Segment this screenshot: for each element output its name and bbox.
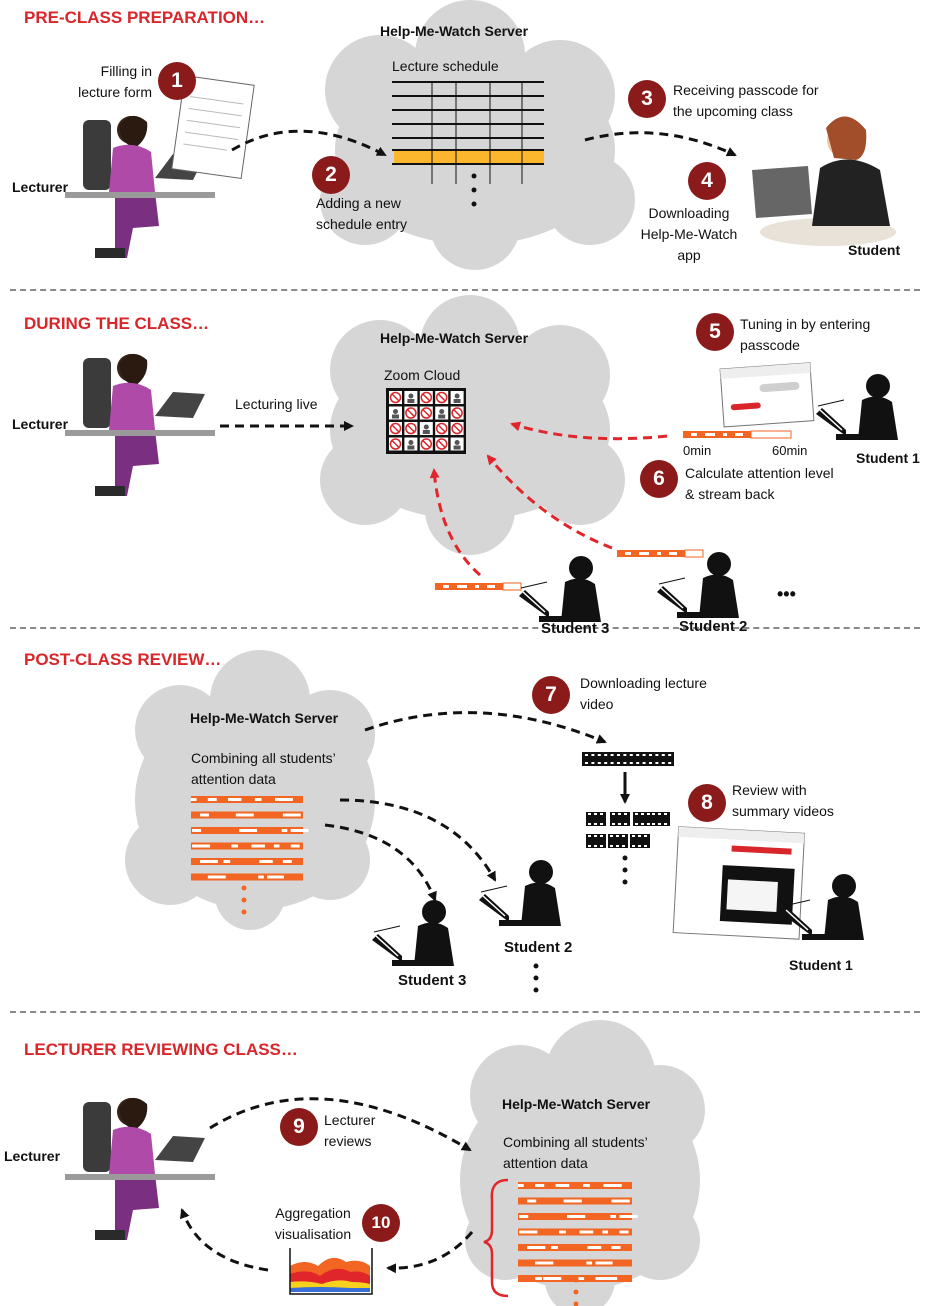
attention-bar-s3 (435, 583, 503, 590)
step-badge-9: 9 (280, 1108, 318, 1146)
combining-label-3: Combining all students’ attention data (191, 750, 336, 787)
summary-video-screen (672, 826, 806, 940)
step-badge-5: 5 (696, 313, 734, 351)
lecturer-label-4: Lecturer (4, 1148, 61, 1164)
arrow-student1-stream (510, 421, 668, 441)
time-start-label: 0min (683, 443, 712, 458)
section-title-during-class: DURING THE CLASS… (24, 314, 210, 333)
student-3-review-figure (371, 899, 455, 967)
step5-label: Tuning in by entering passcode (740, 316, 871, 353)
student-2-review-figure (478, 859, 562, 927)
attention-bar-s1 (683, 431, 751, 438)
section-title-lecturer-review: LECTURER REVIEWING CLASS… (24, 1040, 298, 1059)
arrow-form-to-server (231, 129, 387, 157)
student1-label-2: Student 1 (856, 450, 920, 466)
section-divider (10, 289, 920, 291)
server-cloud-3 (125, 650, 375, 930)
combining-label-4: Combining all students’ attention data (503, 1134, 648, 1171)
student-label-1: Student (848, 242, 901, 258)
time-end-label: 60min (772, 443, 808, 458)
student-figure-stressed (752, 116, 896, 246)
student2-label-3: Student 2 (504, 939, 573, 956)
section-title-post-class: POST-CLASS REVIEW… (24, 650, 222, 669)
student2-label-2: Student 2 (679, 618, 748, 635)
post-attention-bars (191, 796, 309, 881)
step6-label: Calculate attention level & stream back (685, 465, 834, 502)
server-label-2: Help-Me-Watch Server (380, 330, 529, 346)
step-badge-3: 3 (628, 80, 666, 118)
student-2-figure (656, 551, 740, 619)
step10-label: Aggregation visualisation (274, 1205, 352, 1242)
step3-label: Receiving passcode for the upcoming clas… (673, 82, 819, 119)
lecturer-figure-2 (65, 353, 215, 496)
table-more-dots (471, 173, 477, 207)
step-badge-8: 8 (688, 784, 726, 822)
aggregation-visualisation (289, 1248, 373, 1295)
review-bars-dots (573, 1277, 579, 1306)
step2-label: Adding a new schedule entry (316, 195, 408, 232)
bars-brace (483, 1178, 509, 1298)
lecturer-label-2: Lecturer (12, 416, 69, 432)
lecture-schedule-table (392, 81, 544, 184)
section-title-pre-class: PRE-CLASS PREPARATION… (24, 8, 266, 27)
step1-label: Filling in lecture form (78, 63, 152, 100)
student1-label-3: Student 1 (789, 957, 853, 973)
step-badge-6: 6 (640, 460, 678, 498)
student3-label-2: Student 3 (541, 620, 610, 637)
step-badge-4: 4 (688, 162, 726, 200)
arrow-student2-stream (486, 454, 613, 550)
arrow-to-visualisation (386, 1231, 474, 1274)
student-1-figure (815, 373, 899, 441)
server-cloud-2 (320, 295, 625, 555)
arrow-to-student2 (339, 798, 497, 882)
arrow-lecturer-reviews (209, 1097, 472, 1152)
step-badge-7: 7 (532, 676, 570, 714)
lecturer-label-1: Lecturer (12, 179, 69, 195)
step-badge-2: 2 (312, 156, 350, 194)
server-label-4: Help-Me-Watch Server (502, 1096, 651, 1112)
student3-label-3: Student 3 (398, 972, 467, 989)
step4-label: Downloading Help-Me-Watch app (640, 205, 738, 263)
zoom-cloud-label: Zoom Cloud (384, 367, 461, 383)
section-divider (10, 627, 920, 629)
server-label-3: Help-Me-Watch Server (190, 710, 339, 726)
students-dots (533, 963, 539, 993)
lecture-schedule-label: Lecture schedule (392, 58, 499, 74)
step9-label: Lecturer reviews (324, 1112, 376, 1149)
lecturing-live-label: Lecturing live (235, 396, 318, 412)
app-screenshot (719, 362, 815, 428)
arrow-to-student3 (324, 823, 437, 902)
more-students-ellipsis: ••• (777, 584, 796, 604)
video-filmstrip (582, 752, 674, 766)
server-label-1: Help-Me-Watch Server (380, 23, 529, 39)
arrow-download-video (364, 711, 607, 744)
film-dots (622, 855, 628, 885)
student-3-figure (518, 555, 602, 623)
attention-bar-s2 (617, 550, 685, 557)
step7-label: Downloading lecture video (580, 675, 707, 712)
arrow-to-lecturer (180, 1208, 269, 1272)
step-badge-10: 10 (362, 1204, 400, 1242)
post-bars-dots (241, 885, 247, 915)
section-divider (10, 1011, 920, 1013)
step8-label: Review with summary videos (732, 782, 834, 819)
lecture-form-image (171, 75, 255, 179)
zoom-cells (389, 391, 464, 451)
arrow-server-to-student (584, 131, 737, 157)
step-badge-1: 1 (158, 62, 196, 100)
lecturer-figure-4 (65, 1097, 215, 1240)
